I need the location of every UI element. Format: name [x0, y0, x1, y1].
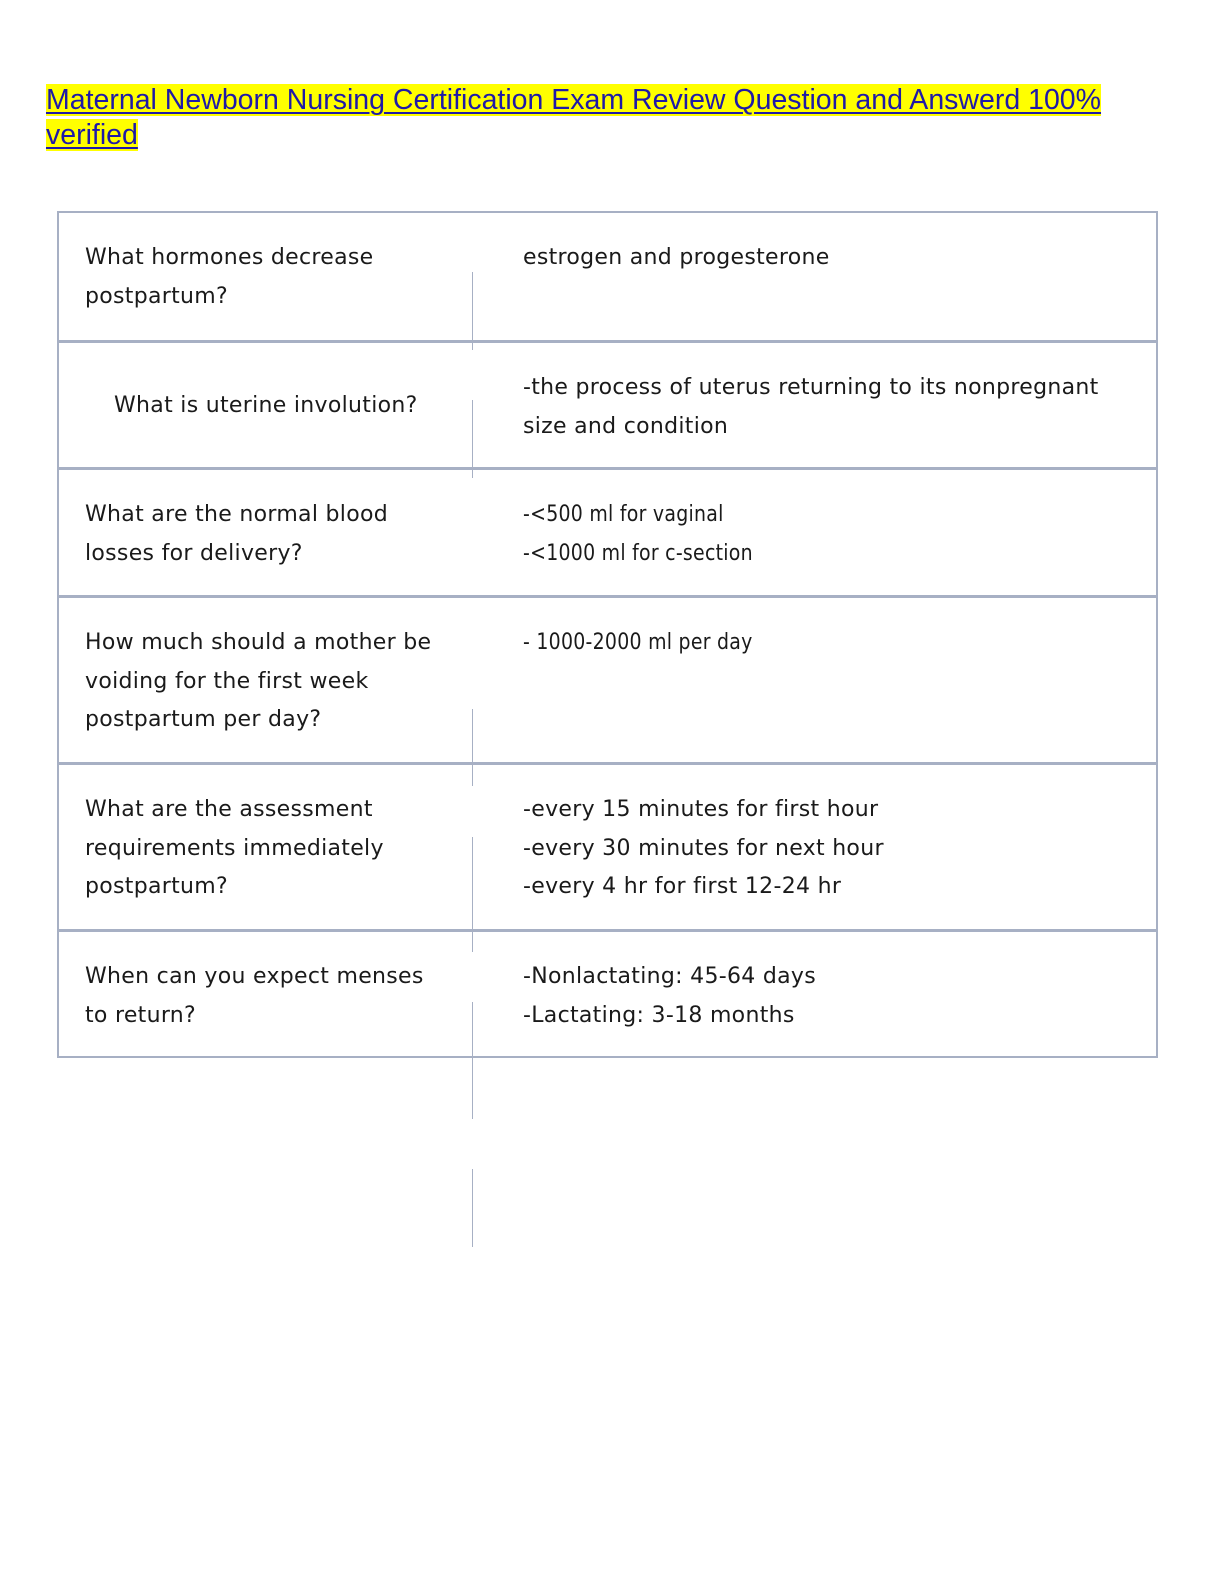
answer-text: -every 15 minutes for first hour -every …: [523, 797, 884, 899]
qa-row: What are the assessment requirements imm…: [59, 762, 1156, 929]
answer-text: -the process of uterus returning to its …: [523, 375, 1099, 439]
column-divider: [472, 837, 473, 952]
qa-row: When can you expect menses to return? -N…: [59, 929, 1156, 1056]
question-text: How much should a mother be voiding for …: [85, 630, 432, 732]
answer-text: -Nonlactating: 45-64 days -Lactating: 3-…: [523, 964, 816, 1028]
question-text: What hormones decrease postpartum?: [85, 245, 374, 309]
column-divider: [472, 272, 473, 350]
answer-text: estrogen and progesterone: [523, 245, 830, 270]
question-text: What is uterine involution?: [114, 393, 418, 418]
column-divider: [472, 1002, 473, 1119]
qa-row: What are the normal blood losses for del…: [59, 467, 1156, 595]
column-divider: [472, 1169, 473, 1247]
qa-table: What hormones decrease postpartum? estro…: [57, 211, 1158, 1058]
qa-row: How much should a mother be voiding for …: [59, 595, 1156, 762]
question-text: What are the normal blood losses for del…: [85, 502, 389, 566]
answer-text: - 1000-2000 ml per day: [523, 630, 753, 655]
column-divider: [472, 400, 473, 478]
question-text: What are the assessment requirements imm…: [85, 797, 384, 899]
question-text: When can you expect menses to return?: [85, 964, 424, 1028]
qa-row: What is uterine involution? -the process…: [59, 340, 1156, 467]
document-title-link[interactable]: Maternal Newborn Nursing Certification E…: [46, 84, 1102, 151]
qa-row: What hormones decrease postpartum? estro…: [59, 213, 1156, 340]
document-title: Maternal Newborn Nursing Certification E…: [46, 83, 1161, 153]
column-divider: [472, 709, 473, 786]
answer-text: -<500 ml for vaginal -<1000 ml for c-sec…: [523, 502, 753, 566]
